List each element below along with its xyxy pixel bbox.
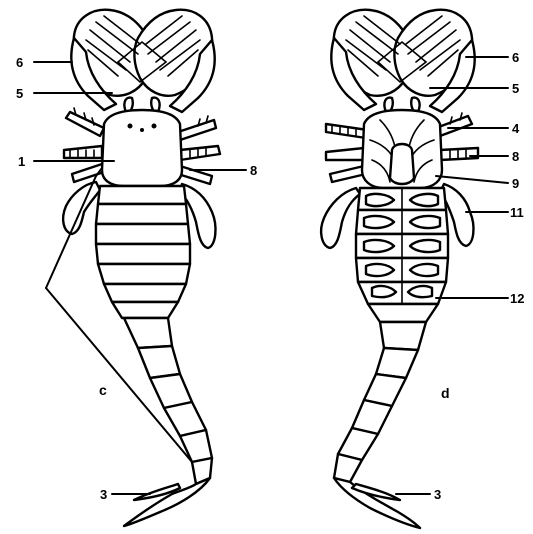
left-telson [124,478,210,526]
label-left-6: 6 [16,55,23,70]
left-ocellus [141,129,144,132]
right-postabdomen [334,322,426,482]
left-eye-left [128,124,132,128]
panel-label-c: c [99,382,107,398]
panel-label-d: d [441,385,450,401]
right-paddle-left [321,188,360,248]
right-leg-2-left [326,148,364,160]
label-right-12: 12 [510,291,524,306]
left-carapace [102,110,182,186]
left-leg-1-right [178,120,216,140]
left-preabdomen [96,186,190,318]
label-right-9: 9 [512,176,519,191]
label-left-1: 1 [18,154,25,169]
right-leg-3-left [330,166,366,182]
label-right-5: 5 [512,81,519,96]
left-eye-right [152,124,156,128]
left-postabdomen [124,318,212,484]
right-telson [334,478,420,528]
label-right-11: 11 [510,205,524,220]
label-right-3: 3 [434,487,441,502]
right-leg-2-right [440,148,478,160]
left-leg-2-right [180,146,220,160]
dorsal-specimen [63,10,220,526]
label-right-6: 6 [512,50,519,65]
label-left-8: 8 [250,163,257,178]
label-left-3: 3 [100,487,107,502]
label-right-4: 4 [512,121,520,136]
right-metastoma [390,144,414,184]
label-left-5: 5 [16,86,23,101]
label-right-8: 8 [512,149,519,164]
